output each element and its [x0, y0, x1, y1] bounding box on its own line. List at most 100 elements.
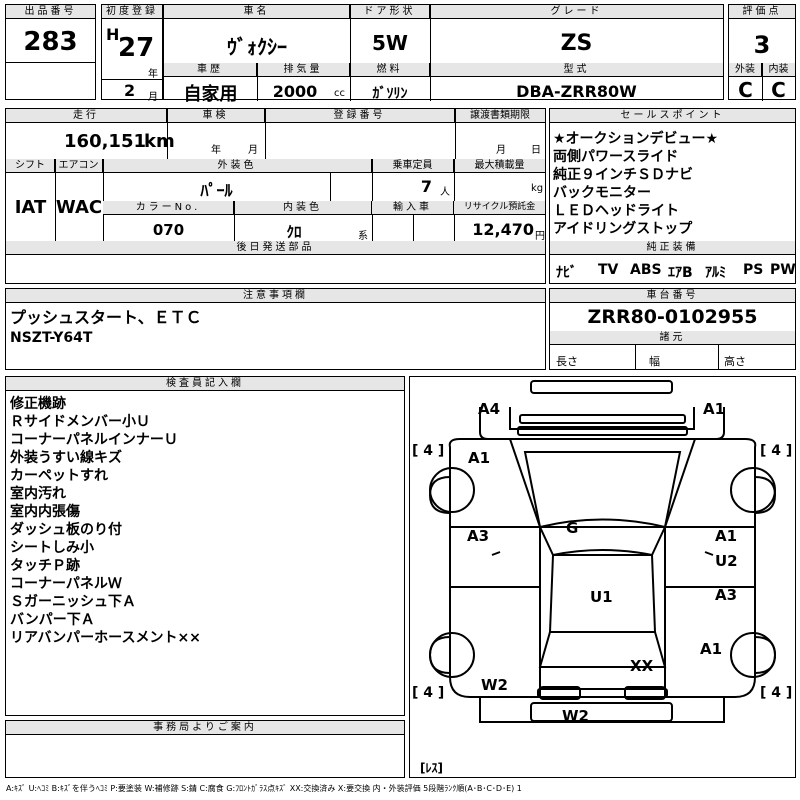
inspector-line-4: 外装うすい線キズ [10, 450, 122, 466]
equip-abs: ABS [630, 262, 662, 278]
recycle-fee: 12,470 [472, 220, 534, 239]
length-label: 長さ [556, 355, 578, 368]
damage-u1: U1 [590, 588, 613, 606]
inspector-line-14: リアバンパーホースメント×× [10, 630, 201, 646]
fuel-label: 燃料 [350, 63, 430, 77]
inspector-line-9: シートしみ小 [10, 540, 94, 556]
score-box: 評価点 3 外装 内装 C C [728, 4, 796, 102]
chassis-box: 車台番号 ZRR80-0102955 諸元 長さ 幅 高さ [549, 288, 796, 370]
first-reg-label: 初度登録 [102, 5, 162, 19]
damage-g: G [566, 519, 579, 537]
car-diagram: A4 A1 A1 A3 G A1 U2 U1 A3 A1 XX W2 W2 [ … [409, 376, 796, 778]
exterior-color: ﾊﾟｰﾙ [200, 181, 233, 200]
spare-tire: [ﾚｽ] [420, 761, 443, 775]
interior-color-unit: 系 [358, 231, 368, 242]
equip-navi: ﾅﾋﾞ [556, 265, 577, 281]
inspector-line-10: タッチＰ跡 [10, 558, 80, 574]
width-label: 幅 [649, 355, 660, 368]
interior-color-label: 内装色 [234, 201, 372, 215]
equip-tv: TV [598, 262, 619, 278]
era: H [106, 25, 120, 44]
color-no: 070 [152, 221, 185, 239]
inspector-line-13: バンパー下Ａ [10, 612, 95, 628]
inspector-line-2: Ｒサイドメンバー小Ｕ [10, 414, 150, 430]
sales-point-3: 純正９インチＳＤナビ [553, 167, 693, 183]
inspector-line-6: 室内汚れ [10, 486, 66, 502]
grade-label: グレード [430, 5, 723, 19]
shift-label: シフト [6, 159, 55, 173]
damage-a1-rear-right: A1 [700, 640, 723, 658]
import-label: 輸入車 [372, 201, 454, 215]
mileage: 160,151 [64, 131, 146, 152]
damage-w2-bottom: W2 [562, 707, 589, 725]
damage-xx: XX [630, 657, 654, 675]
reg-month: 2 [124, 81, 136, 100]
ac: WAC [55, 197, 103, 218]
color-label: 外装色 [103, 159, 372, 173]
interior-color: ｸﾛ [286, 223, 302, 241]
capacity-unit: 人 [440, 187, 450, 198]
chassis-number: ZRR80-0102955 [587, 306, 758, 328]
mileage-label: 走行 [6, 109, 167, 123]
month-unit: 月 [148, 92, 158, 103]
transfer-day-unit: 日 [531, 145, 541, 156]
damage-a1-front-left: A1 [468, 449, 491, 467]
lot-box: 出品番号 283 [5, 4, 96, 100]
inspector-line-7: 室内内張傷 [10, 504, 80, 520]
sales-point-2: 両側パワースライド [553, 149, 679, 165]
sales-point-1: ★オークションデビュー★ [553, 131, 719, 147]
car-outline [428, 380, 777, 723]
office-label: 事務局よりご案内 [6, 721, 404, 735]
sales-point-5: ＬＥＤヘッドライト [553, 203, 679, 219]
inspector-line-12: Ｓガーニッシュ下Ａ [10, 594, 136, 610]
displacement: 2000 [272, 82, 318, 101]
capacity-label: 乗車定員 [372, 159, 454, 173]
door-label: ドア形状 [350, 5, 430, 19]
tire-front-right: [ 4 ] [760, 443, 793, 459]
notes-line-2: NSZT-Y64T [10, 330, 93, 346]
capacity: 7 [420, 177, 432, 196]
damage-w2-left: W2 [481, 676, 508, 694]
notes-line-1: プッシュスタート、ＥＴＣ [10, 308, 202, 327]
transfer-label: 譲渡書類期限 [455, 109, 545, 123]
inspector-line-8: ダッシュ板のり付 [10, 522, 122, 538]
damage-u2: U2 [715, 552, 738, 570]
inspection-label: 車検 [167, 109, 265, 123]
recycle-label: リサイクル預託金 [454, 201, 545, 215]
damage-a1-right: A1 [715, 527, 738, 545]
spec-label: 諸元 [550, 331, 795, 345]
reg-year: 27 [118, 33, 155, 63]
model-label: 型式 [430, 63, 723, 77]
height-label: 高さ [724, 355, 746, 368]
inspector-label: 検査員記入欄 [6, 377, 404, 391]
max-load-label: 最大積載量 [454, 159, 545, 173]
history-label: 車歴 [164, 63, 257, 77]
displacement-label: 排気量 [257, 63, 350, 77]
car-name-label: 車名 [164, 5, 350, 19]
inspector-box: 検査員記入欄 修正機跡 Ｒサイドメンバー小Ｕ コーナーパネルインナーＵ 外装うす… [5, 376, 405, 716]
mileage-unit: km [144, 131, 175, 152]
equip-ps: PS [743, 262, 764, 278]
exterior-grade: C [738, 78, 753, 102]
inspection-year-unit: 年 [211, 145, 221, 156]
sales-point-4: バックモニター [553, 185, 651, 201]
lot-label: 出品番号 [6, 5, 95, 19]
inspector-line-1: 修正機跡 [10, 396, 66, 412]
car-name: ｳﾞｫｸｼｰ [227, 35, 287, 59]
interior-grade: C [771, 78, 786, 102]
fuel: ｶﾞｿﾘﾝ [372, 86, 408, 102]
history: 自家用 [183, 84, 238, 105]
exterior-label: 外装 [729, 63, 762, 77]
score-label: 評価点 [729, 5, 795, 19]
damage-a4: A4 [478, 400, 501, 418]
model: DBA-ZRR80W [516, 82, 637, 101]
shift: IAT [14, 197, 47, 218]
tire-rear-right: [ 4 ] [760, 685, 793, 701]
reg-no-label: 登録番号 [265, 109, 455, 123]
inspector-line-11: コーナーパネルＷ [10, 576, 122, 592]
color-no-label: カラーNo. [103, 201, 234, 215]
recycle-unit: 円 [535, 231, 545, 242]
notes-label: 注意事項欄 [6, 289, 545, 303]
door-type: 5W [372, 31, 408, 55]
equip-airbag: ｴｱB [668, 265, 693, 281]
